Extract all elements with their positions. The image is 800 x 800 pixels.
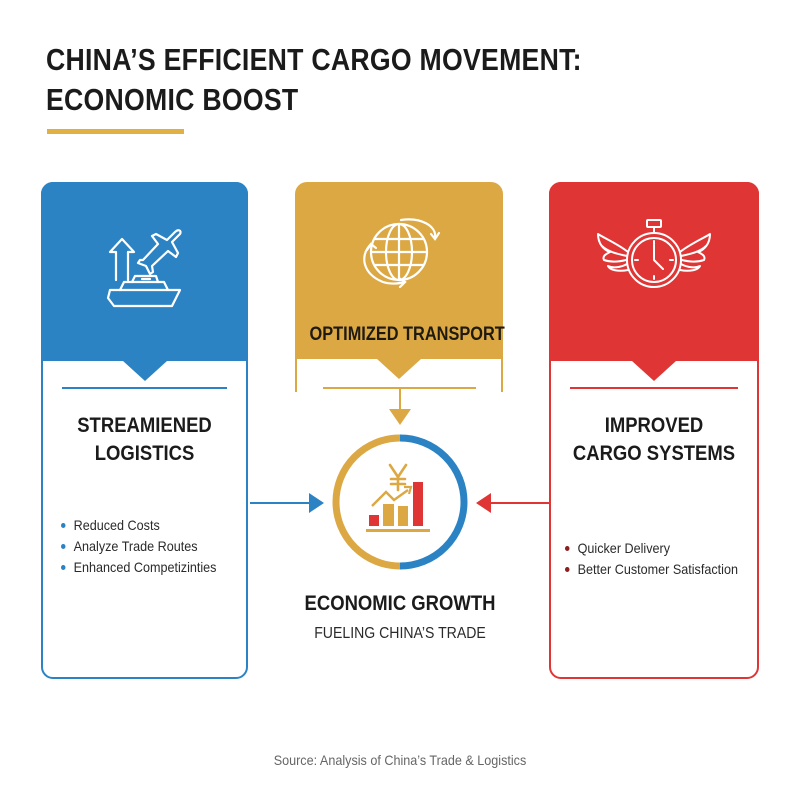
card-improved-cargo-systems: IMPROVED CARGO SYSTEMS Quicker Delivery … <box>549 182 759 679</box>
card-bullet-list: Quicker Delivery Better Customer Satisfa… <box>565 538 753 580</box>
list-item: Enhanced Competizinties <box>61 557 224 578</box>
source-note: Source: Analysis of China’s Trade & Logi… <box>273 752 527 768</box>
card-pointer <box>122 361 167 381</box>
arrow-down-icon <box>389 409 411 425</box>
connector-line <box>501 359 503 392</box>
economic-growth-hub <box>332 434 468 575</box>
card-divider <box>570 387 738 389</box>
list-item: Analyze Trade Routes <box>61 536 224 557</box>
arrow-left-icon <box>476 493 491 513</box>
connector-line <box>488 502 549 504</box>
page-title: CHINA’S EFFICIENT CARGO MOVEMENT: ECONOM… <box>46 40 582 120</box>
connector-line <box>295 359 297 392</box>
card-header: OPTIMIZED TRANSPORT <box>295 182 505 379</box>
card-pointer <box>632 361 676 381</box>
yen-growth-chart-icon <box>332 434 468 570</box>
connector-line <box>323 387 476 389</box>
card-title: IMPROVED CARGO SYSTEMS <box>572 414 736 465</box>
arrow-right-icon <box>309 493 324 513</box>
card-divider <box>62 387 227 389</box>
connector-line <box>250 502 314 504</box>
winged-stopwatch-icon <box>594 214 714 299</box>
card-header <box>549 182 759 381</box>
card-title: STREAMIENED LOGISTICS <box>77 414 212 465</box>
list-item: Reduced Costs <box>61 515 224 536</box>
card-streamlined-logistics: STREAMIENED LOGISTICS Reduced Costs Anal… <box>41 182 248 679</box>
title-line-2: ECONOMIC BOOST <box>46 82 299 117</box>
list-item: Better Customer Satisfaction <box>565 559 738 580</box>
hub-title: ECONOMIC GROWTH <box>304 592 496 615</box>
title-line-1: CHINA’S EFFICIENT CARGO MOVEMENT: <box>46 42 582 77</box>
card-pointer <box>377 359 421 379</box>
card-header <box>41 182 248 381</box>
globe-arrows-icon <box>349 212 449 297</box>
card-bullet-list: Reduced Costs Analyze Trade Routes Enhan… <box>61 515 242 578</box>
list-item: Quicker Delivery <box>565 538 734 559</box>
plane-ship-export-icon <box>100 222 190 317</box>
card-optimized-transport: OPTIMIZED TRANSPORT <box>295 182 505 392</box>
title-underline <box>47 129 184 134</box>
card-title: OPTIMIZED TRANSPORT <box>309 324 505 345</box>
hub-subtitle: FUELING CHINA’S TRADE <box>314 625 486 642</box>
connector-line <box>399 389 401 411</box>
